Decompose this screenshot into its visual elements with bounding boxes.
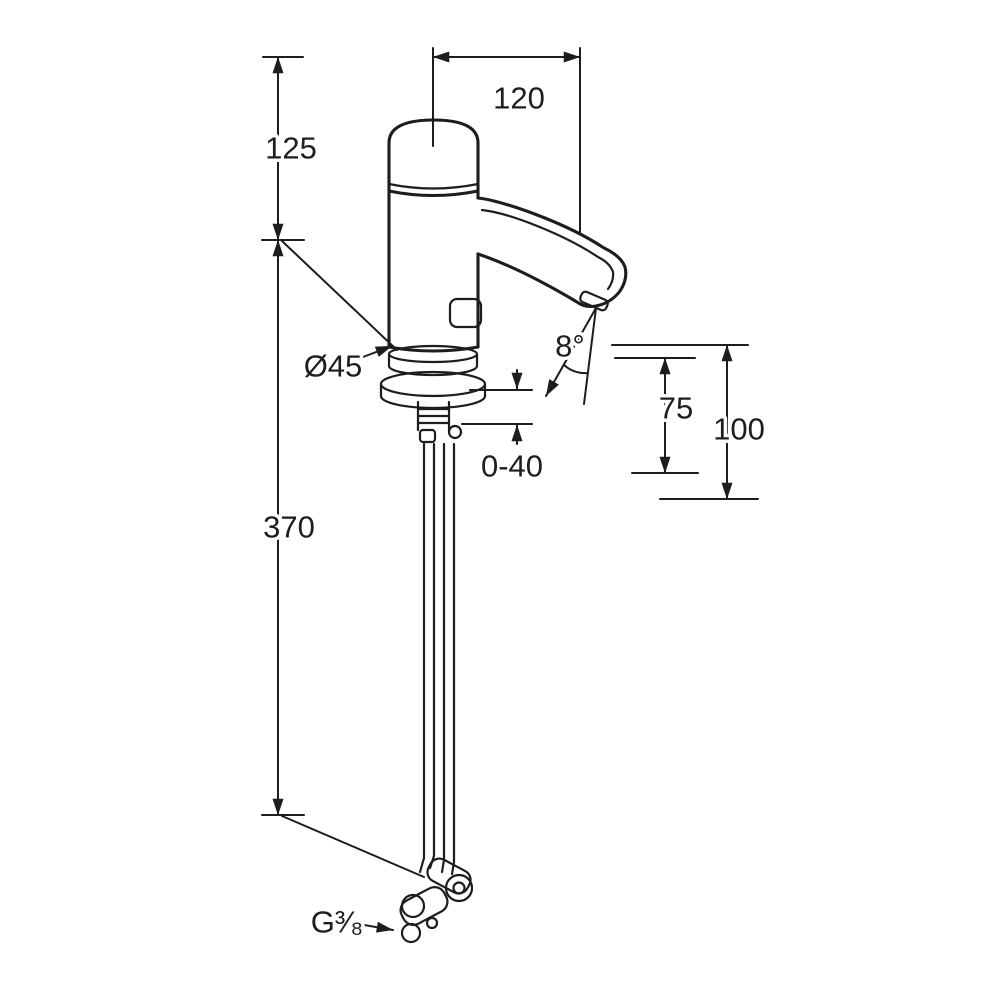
dim-75-label: 75: [659, 391, 693, 426]
dimension-diameter-45: Ø45: [300, 345, 393, 387]
spout-inner-contour: [480, 208, 615, 291]
dim-45-label: Ø45: [304, 349, 363, 384]
dimension-100: 100: [611, 344, 768, 500]
dim-100-label: 100: [713, 412, 765, 447]
angle-arc: [563, 364, 589, 375]
dimension-120: 120: [432, 47, 581, 233]
sensor-window: [448, 297, 483, 329]
spray-reference-line: [583, 307, 597, 405]
dimension-0-40: 0-40: [461, 369, 547, 487]
dim-370-oblique-bottom: [281, 815, 425, 878]
supply-hoses: [418, 442, 456, 876]
flange-ring-top: [387, 344, 479, 364]
dimension-125: 125: [262, 56, 320, 241]
dim-120-label: 120: [493, 81, 545, 116]
faucet-outline: [379, 118, 628, 944]
dimension-75: 75: [614, 357, 699, 474]
dimension-370: 370: [260, 239, 425, 878]
fitting-body-upper: [426, 857, 472, 895]
fitting-nut-inner: [452, 881, 466, 895]
hose-2: [442, 442, 456, 864]
dim-g38-label: G³⁄₈: [311, 905, 363, 940]
cap-seam: [387, 182, 480, 190]
dim-125-label: 125: [265, 131, 317, 166]
dimension-thread-g38: G³⁄₈: [307, 901, 394, 943]
dimension-annotations: 120 125 370 Ø45 8°: [260, 47, 768, 943]
dim-370-label: 370: [263, 510, 315, 545]
hose-1: [422, 442, 436, 860]
spout-outer: [476, 196, 628, 309]
dimension-angle-8: 8°: [545, 307, 597, 405]
base-flange: [379, 344, 487, 444]
shank-nut: [447, 424, 463, 440]
spray-stream-line: [545, 307, 597, 397]
shank-threads: [416, 407, 451, 425]
escutcheon-bottom: [379, 394, 487, 410]
fitting-nut-large: [444, 873, 474, 903]
spout-outlet: [579, 290, 609, 312]
fitting-thread-1: [400, 893, 426, 919]
dim-8deg-label: 8°: [555, 329, 585, 364]
flange-ring-bottom: [387, 364, 479, 377]
fitting-thread-2: [400, 922, 422, 944]
faucet-body: [387, 189, 483, 353]
dim-370-oblique-top: [281, 240, 398, 351]
faucet-spout: [476, 196, 628, 312]
fitting-cluster: [399, 857, 474, 944]
cap-bottom-edge: [387, 189, 480, 198]
dim-45-leader: [362, 345, 393, 358]
dim-g38-leader: [363, 921, 394, 933]
fitting-thread-3: [425, 916, 439, 930]
dim-040-label: 0-40: [481, 449, 543, 484]
shank-connector: [418, 428, 437, 444]
